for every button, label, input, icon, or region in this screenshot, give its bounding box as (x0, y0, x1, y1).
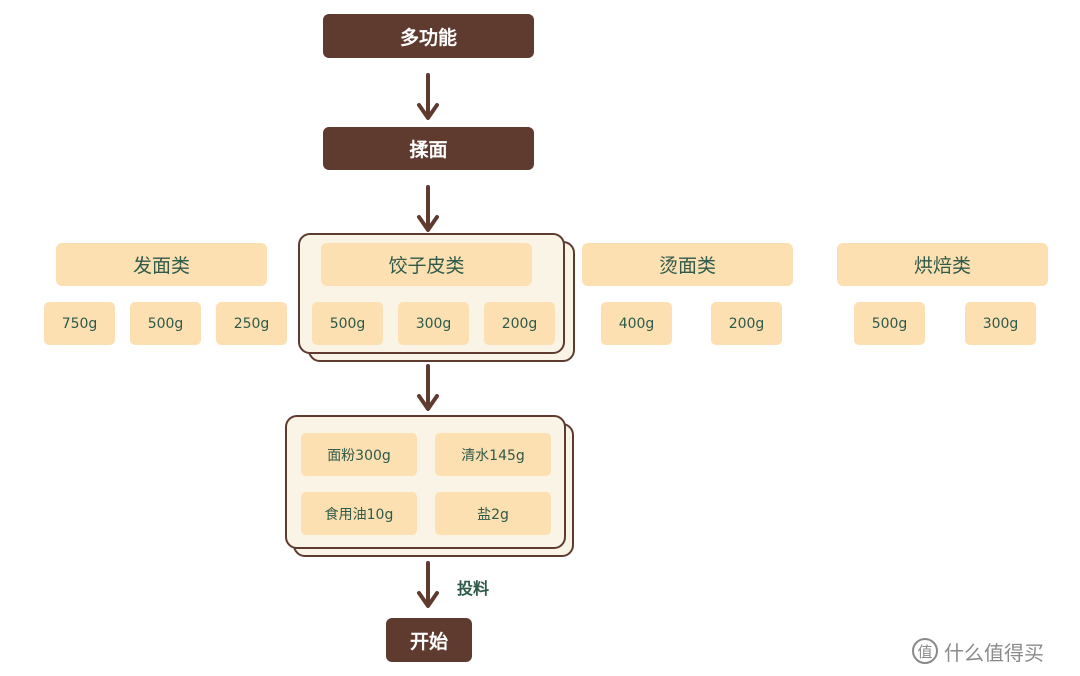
ingredient-chip: 清水145g (435, 433, 551, 476)
weight-chip: 500g (130, 302, 201, 345)
weight-chip: 250g (216, 302, 287, 345)
weight-chip: 400g (601, 302, 672, 345)
ingredient-chip: 食用油10g (301, 492, 417, 535)
weight-chip: 300g (398, 302, 469, 345)
arrow-head-3 (417, 394, 439, 411)
category-scald: 烫面类 (582, 243, 793, 286)
node-start: 开始 (386, 618, 472, 662)
arrow-head-4 (417, 591, 439, 608)
weight-chip: 500g (312, 302, 383, 345)
ingredient-chip: 面粉300g (301, 433, 417, 476)
weight-chip: 200g (711, 302, 782, 345)
category-dumpling: 饺子皮类 (321, 243, 532, 286)
step-label-add-ingredients: 投料 (457, 579, 490, 598)
weight-chip: 300g (965, 302, 1036, 345)
watermark-logo-icon: 值 (912, 638, 938, 664)
weight-chip: 750g (44, 302, 115, 345)
arrow-head-1 (417, 103, 439, 120)
category-baking: 烘焙类 (837, 243, 1048, 286)
weight-chip: 200g (484, 302, 555, 345)
watermark: 值 什么值得买 (912, 636, 1072, 666)
node-knead: 揉面 (323, 127, 534, 170)
weight-chip: 500g (854, 302, 925, 345)
watermark-text: 什么值得买 (944, 640, 1044, 665)
category-leavened: 发面类 (56, 243, 267, 286)
arrow-head-2 (417, 215, 439, 232)
ingredient-chip: 盐2g (435, 492, 551, 535)
node-multifunction: 多功能 (323, 14, 534, 58)
